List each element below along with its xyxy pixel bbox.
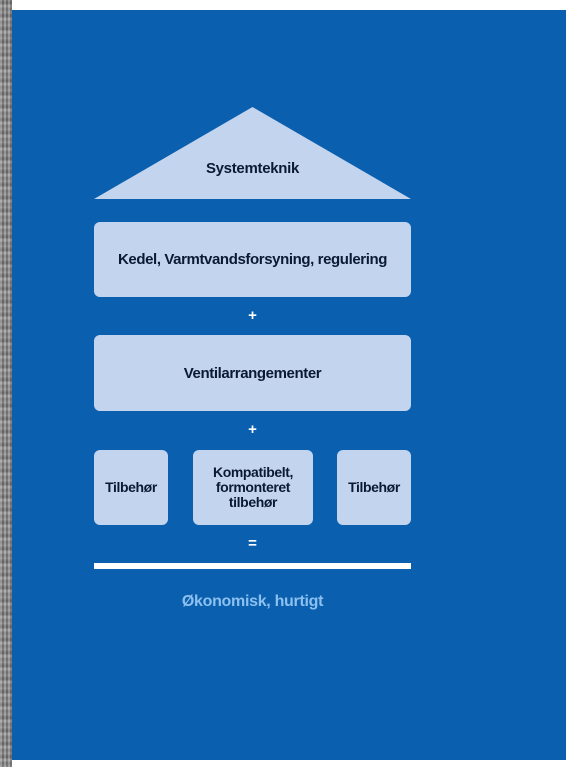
result-text: Økonomisk, hurtigt (181, 593, 324, 610)
roof-triangle (94, 107, 411, 199)
accessory-right-label: Tilbehør (348, 479, 400, 495)
box-ventilarrangementer: Ventilarrangementer (94, 335, 411, 411)
stone-texture-edge (0, 0, 12, 767)
plus-sign-1: + (248, 307, 257, 324)
box-accessory-left: Tilbehør (94, 450, 168, 525)
accessory-left-label: Tilbehør (105, 479, 157, 495)
box-accessory-center: Kompatibelt, formonteret tilbehør (193, 450, 313, 525)
box-accessory-right: Tilbehør (337, 450, 411, 525)
box-ventilarrangementer-label: Ventilarrangementer (183, 364, 322, 382)
roof-label: Systemteknik (205, 160, 300, 177)
box-kedel-label: Kedel, Varmtvandsforsyning, regulering (117, 251, 388, 268)
accessory-center-line-3: tilbehør (228, 494, 278, 510)
accessory-center-line-1: Kompatibelt, (213, 464, 293, 480)
equals-sign: = (248, 535, 257, 552)
box-kedel: Kedel, Varmtvandsforsyning, regulering (94, 222, 411, 297)
result-rule (94, 563, 411, 569)
accessory-center-line-2: formonteret (215, 479, 291, 495)
plus-sign-2: + (248, 421, 257, 438)
